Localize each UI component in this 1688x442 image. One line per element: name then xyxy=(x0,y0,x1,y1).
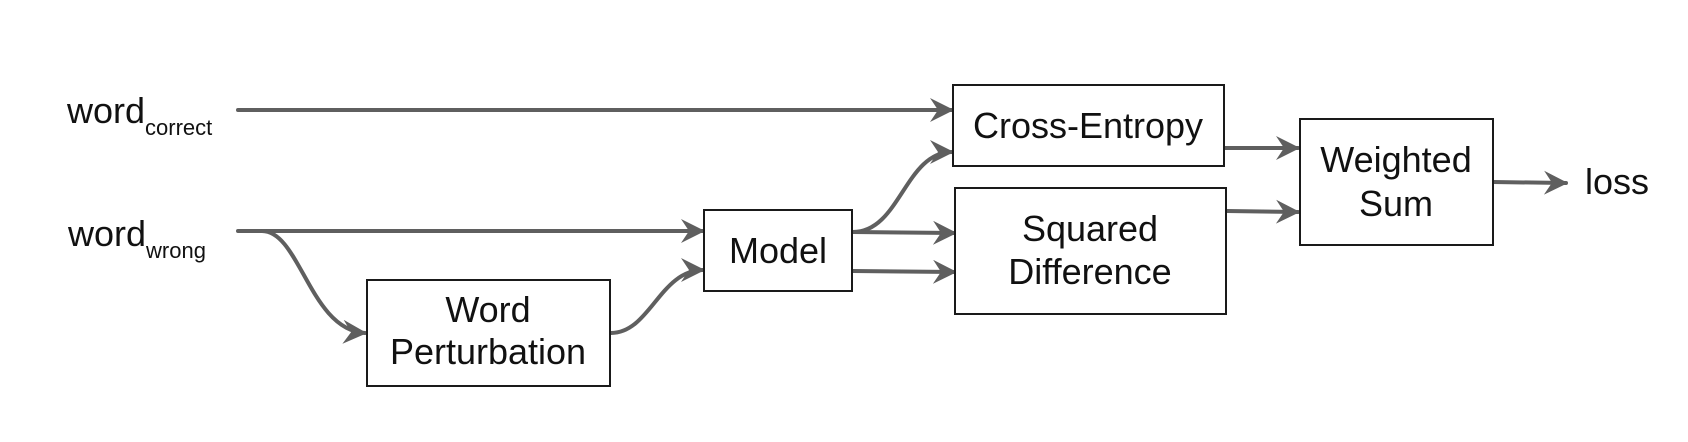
edge-model-to-squared-difference-2 xyxy=(851,259,957,284)
squared-difference-label-line2: Difference xyxy=(1008,251,1171,292)
input-word-correct-base: word xyxy=(66,90,145,131)
input-word-correct-subscript: correct xyxy=(145,115,212,140)
edge-wrong-to-perturbation xyxy=(260,229,367,344)
input-word-wrong-base: word xyxy=(67,213,146,254)
cross-entropy-label: Cross-Entropy xyxy=(973,105,1203,146)
squared-difference-box xyxy=(954,187,1227,315)
edge-perturbation-to-model xyxy=(609,258,705,335)
node-weighted-sum: Weighted Sum xyxy=(1299,118,1494,246)
node-model: Model xyxy=(703,209,853,292)
cross-entropy-box xyxy=(952,84,1225,167)
weighted-sum-label-line2: Sum xyxy=(1359,183,1433,224)
weighted-sum-label-line1: Weighted xyxy=(1320,139,1471,180)
weighted-sum-box xyxy=(1299,118,1494,246)
squared-difference-label-line1: Squared xyxy=(1022,208,1158,249)
node-cross-entropy: Cross-Entropy xyxy=(952,84,1225,167)
model-label: Model xyxy=(729,230,827,271)
edge-model-to-cross-entropy xyxy=(851,140,954,234)
output-loss-label: loss xyxy=(1585,161,1649,202)
input-word-wrong-subscript: wrong xyxy=(145,238,206,263)
word-perturbation-label-line2: Perturbation xyxy=(390,331,586,372)
node-squared-difference: Squared Difference xyxy=(954,187,1227,315)
edge-weighted-sum-to-loss xyxy=(1491,170,1568,195)
edge-squared-difference-to-weighted-sum xyxy=(1225,199,1300,224)
word-perturbation-label-line1: Word xyxy=(445,289,530,330)
input-word-correct: wordcorrect xyxy=(66,90,212,140)
word-perturbation-box xyxy=(366,279,611,387)
edge-model-to-squared-difference-1 xyxy=(851,220,957,245)
model-box xyxy=(703,209,853,292)
node-word-perturbation: Word Perturbation xyxy=(366,279,611,387)
input-word-wrong: wordwrong xyxy=(67,213,206,263)
